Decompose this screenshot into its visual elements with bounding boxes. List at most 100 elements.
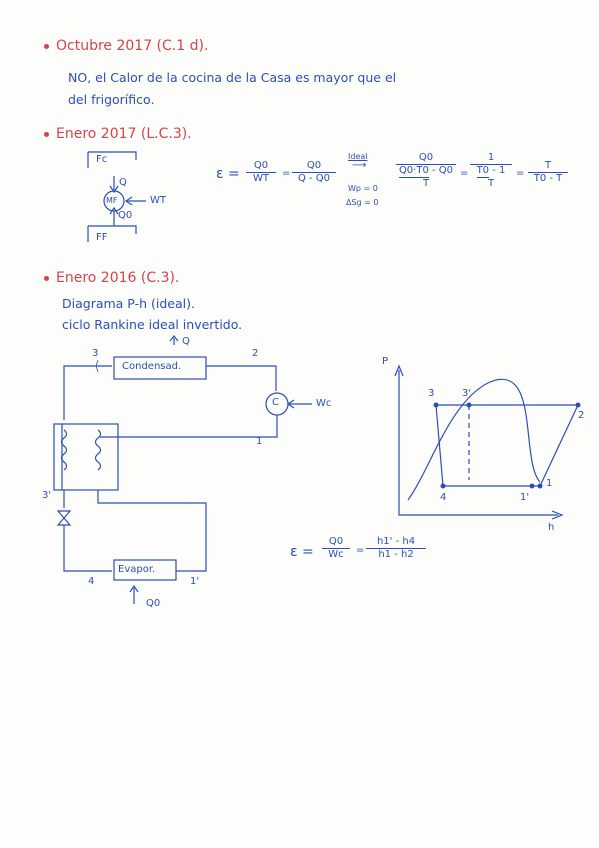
work-label: WT	[150, 195, 166, 206]
pipe-compressor-to-hx	[100, 415, 278, 438]
f3-den-b: T	[422, 178, 430, 189]
pipe-valve-to-evap	[63, 525, 112, 572]
heat-q0-label: Q0	[118, 210, 133, 221]
cop-lhs: ε =	[290, 544, 314, 560]
f1-num: Q0	[246, 160, 276, 173]
answer-line-2: del frigorífico.	[68, 92, 155, 107]
internal-hx-box	[53, 423, 119, 491]
condenser-label: Condensad.	[122, 361, 182, 372]
ideal-arrow-icon: ⟶	[352, 160, 367, 171]
cycle-point-2: 2	[252, 348, 259, 359]
condition-dsg: ΔSg = 0	[346, 198, 379, 207]
f5-num: T	[528, 160, 568, 173]
f4-den-c: - 1	[492, 165, 506, 176]
cycle-point-3: 3	[92, 348, 99, 359]
ph-axes	[398, 370, 558, 516]
ph-label-3: 3	[428, 388, 435, 399]
hx-coil-left	[60, 429, 68, 471]
eq-3: =	[516, 168, 525, 179]
ph-point-1p	[529, 483, 535, 489]
ideal-label: Ideal	[348, 152, 368, 161]
cop-f1-den: Wc	[328, 549, 344, 560]
ph-label-4: 4	[440, 492, 447, 503]
machine-label: MF	[106, 196, 118, 205]
f4-den: T0 - 1 T	[470, 165, 512, 190]
cycle-point-4: 4	[88, 576, 95, 587]
pipe-hx-to-evap	[97, 490, 207, 572]
cold-reservoir-label: FF	[96, 232, 108, 243]
section-heading-enero-2016: Enero 2016 (C.3).	[44, 270, 179, 286]
f4-den-b: T	[487, 178, 495, 189]
answer-line-1: NO, el Calor de la cocina de la Casa es …	[68, 70, 397, 85]
work-arrow-cycle	[286, 399, 295, 409]
hx-coil-right	[94, 429, 102, 471]
heading-text: Enero 2016 (C.3).	[56, 270, 180, 286]
f2-num: Q0	[292, 160, 336, 173]
heading-text: Enero 2017 (L.C.3).	[56, 126, 192, 142]
heat-q-label: Q	[119, 177, 127, 188]
f3-den-c: - Q0	[432, 165, 454, 176]
compressor-label: C	[272, 397, 279, 408]
condenser-box	[113, 356, 207, 380]
ph-x-axis-label: h	[548, 522, 555, 533]
hot-reservoir-label: Fc	[96, 154, 108, 165]
cycle-point-3p: 3'	[42, 490, 52, 501]
ph-expansion-line	[435, 404, 444, 487]
cycle-point-1: 1	[256, 436, 263, 447]
eps-lhs: ε =	[216, 166, 240, 182]
bullet-icon	[44, 43, 49, 49]
condition-wp: Wp = 0	[348, 184, 378, 193]
ph-point-3p	[466, 402, 472, 408]
bottom-q0-label: Q0	[146, 598, 161, 609]
pipe-left-top	[63, 365, 112, 420]
diagram-title-line: Diagrama P-h (ideal).	[62, 296, 195, 311]
ph-compression-line	[532, 404, 579, 487]
ph-label-2: 2	[578, 410, 585, 421]
expansion-valve	[56, 510, 72, 526]
ph-y-axis-label: P	[382, 356, 389, 367]
ph-label-1: 1	[546, 478, 553, 489]
bullet-icon	[44, 275, 49, 281]
f5-den: T0 - T	[533, 173, 563, 184]
cop-f1-num: Q0	[322, 536, 350, 549]
cycle-point-1p: 1'	[190, 576, 200, 587]
section-heading-octubre-2017: Octubre 2017 (C.1 d).	[44, 38, 208, 54]
cycle-title-line: ciclo Rankine ideal invertido.	[62, 317, 243, 332]
cop-eq: =	[356, 545, 365, 556]
cop-f2-den: h1 - h2	[378, 549, 414, 560]
ph-point-1	[537, 483, 543, 489]
cop-f2-num: h1' - h4	[366, 536, 426, 549]
eq-2: =	[460, 168, 469, 179]
heat-q-arrow	[109, 185, 119, 194]
ph-dome	[407, 378, 541, 501]
top-q-arrow	[169, 335, 179, 345]
heading-text: Octubre 2017 (C.1 d).	[56, 38, 209, 54]
evaporator-box	[113, 559, 177, 581]
f3-den-a: Q0·T0	[398, 165, 429, 178]
heat-q0-arrow	[109, 206, 119, 215]
f4-den-a: T0	[476, 165, 490, 178]
f2-den: Q - Q0	[297, 173, 331, 184]
f3-num: Q0	[396, 152, 456, 165]
ph-label-1p: 1'	[520, 492, 530, 503]
top-q-label: Q	[182, 336, 190, 347]
work-arrow	[124, 196, 133, 206]
bullet-icon	[44, 131, 49, 137]
pipe-right-top	[206, 365, 277, 391]
ph-point-4	[440, 483, 446, 489]
ph-label-3p: 3'	[462, 388, 472, 399]
cold-reservoir-outline	[87, 225, 137, 242]
f4-num: 1	[470, 152, 512, 165]
eq-1: =	[282, 168, 291, 179]
hot-reservoir-outline	[87, 151, 137, 168]
